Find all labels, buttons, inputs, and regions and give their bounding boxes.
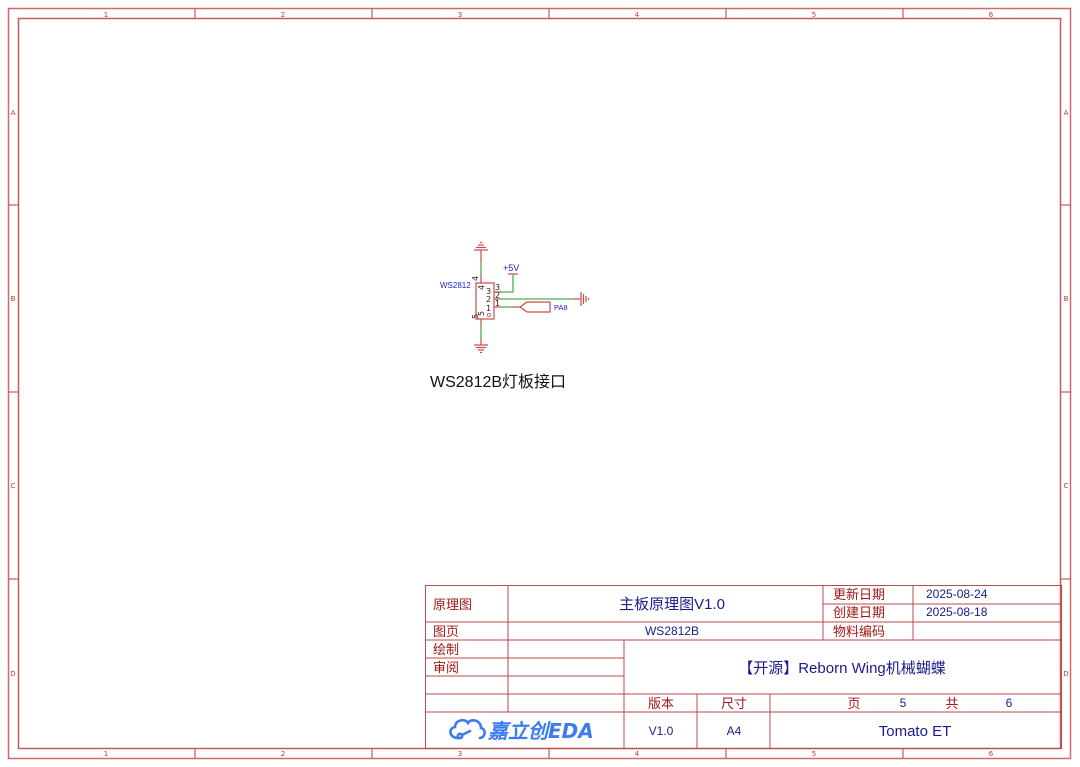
pin-number: 1: [486, 304, 491, 313]
net-port-icon[interactable]: [518, 301, 551, 313]
created-date-value: 2025-08-18: [926, 605, 988, 619]
col-label: 3: [458, 11, 462, 19]
column-labels-bottom: 1 2 3 4 5 6: [104, 750, 994, 758]
col-label: 6: [989, 11, 994, 19]
col-label: 6: [989, 750, 994, 758]
page-name-value: WS2812B: [645, 624, 699, 638]
col-label: 1: [104, 750, 108, 758]
label-size: 尺寸: [721, 697, 747, 712]
pin-number: 5: [471, 314, 480, 319]
row-label: D: [10, 670, 15, 678]
row-label: B: [11, 295, 16, 303]
col-label: 3: [458, 750, 462, 758]
label-drawn: 绘制: [433, 643, 459, 658]
label-page-of: 页: [847, 697, 860, 712]
author-value: Tomato ET: [879, 723, 952, 740]
circuit-caption: WS2812B灯板接口: [430, 373, 566, 391]
label-page: 图页: [433, 625, 459, 640]
label-schematic: 原理图: [433, 598, 472, 613]
row-label: A: [11, 109, 16, 117]
label-part-code: 物料编码: [833, 625, 885, 640]
right-pins: [494, 291, 501, 308]
ground-icon: [573, 292, 590, 306]
label-created-date: 创建日期: [833, 606, 885, 621]
row-labels-right: A B C D: [1063, 109, 1068, 678]
pin1-marker-icon: [486, 312, 491, 317]
page-number-value: 5: [900, 696, 907, 710]
row-label: B: [1064, 295, 1069, 303]
net-port-label: PA8: [554, 303, 568, 312]
eda-logo: 嘉立创EDA: [449, 718, 594, 743]
zone-dividers: [8, 8, 1071, 758]
pin-number: 5: [477, 311, 486, 316]
col-label: 5: [812, 11, 816, 19]
page-total-value: 6: [1006, 696, 1013, 710]
label-version: 版本: [648, 697, 674, 712]
pin-number: 1: [495, 299, 500, 308]
col-label: 2: [281, 11, 285, 19]
ws2812-body[interactable]: [475, 282, 495, 320]
row-label: C: [1064, 482, 1069, 490]
cloud-logo-icon: [449, 718, 486, 740]
power-label: +5V: [503, 263, 519, 273]
col-label: 1: [104, 11, 108, 19]
col-label: 5: [812, 750, 816, 758]
pin-number: 3: [486, 287, 491, 296]
pin-number: 2: [495, 291, 500, 300]
col-label: 4: [635, 750, 640, 758]
outer-frame: [7, 7, 1072, 760]
ws2812-circuit[interactable]: 3 2 1 3 2 1 4 5 4 5 WS2812 +5V: [440, 241, 590, 354]
sheet-title: 主板原理图V1.0: [619, 595, 725, 613]
version-value: V1.0: [649, 724, 674, 738]
row-label: C: [11, 482, 16, 490]
pin-number: 2: [486, 295, 491, 304]
label-reviewed: 审阅: [433, 661, 459, 676]
row-label: D: [1063, 670, 1068, 678]
column-labels-top: 1 2 3 4 5 6: [104, 11, 994, 19]
component-designator: WS2812: [440, 281, 471, 290]
size-value: A4: [727, 724, 742, 738]
label-total: 共: [945, 697, 958, 712]
col-label: 4: [635, 11, 640, 19]
updated-date-value: 2025-08-24: [926, 587, 988, 601]
wire-5v: [501, 274, 514, 293]
row-label: A: [1064, 109, 1069, 117]
project-name: 【开源】Reborn Wing机械蝴蝶: [738, 660, 946, 677]
pin-number: 3: [495, 283, 500, 292]
ground-icon: [474, 241, 488, 262]
row-labels-left: A B C D: [10, 109, 15, 678]
pin-number: 4: [477, 285, 486, 290]
title-block: 原理图 主板原理图V1.0 更新日期 2025-08-24 创建日期 2025-…: [425, 585, 1062, 749]
logo-text: 嘉立创EDA: [487, 719, 594, 743]
label-updated-date: 更新日期: [833, 587, 885, 603]
pin-number: 4: [471, 276, 480, 281]
col-label: 2: [281, 750, 285, 758]
ground-icon: [474, 339, 488, 354]
